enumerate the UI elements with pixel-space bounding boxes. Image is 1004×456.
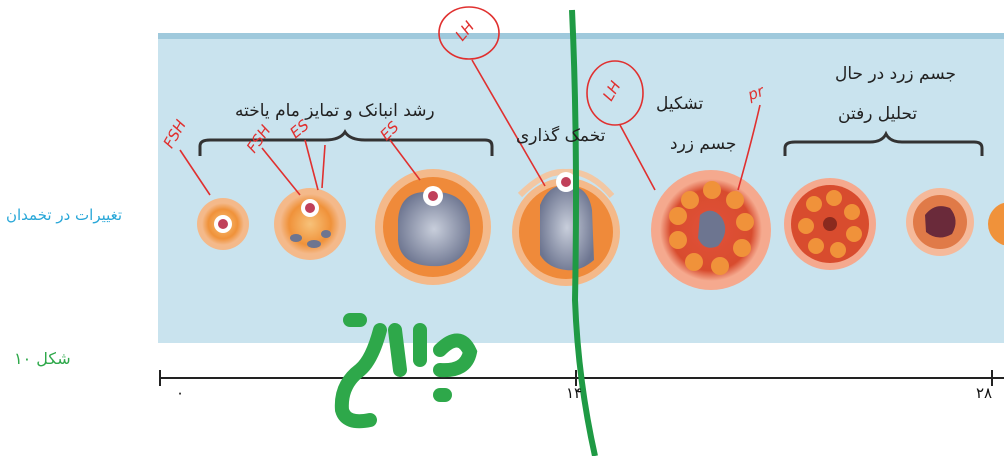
label-corpus-regression-1: جسم زرد در حال	[835, 62, 956, 86]
secondary-follicle	[274, 188, 346, 260]
corpus-luteum-forming	[651, 170, 771, 290]
primary-follicle	[197, 198, 249, 250]
corpus-albicans	[906, 188, 974, 256]
antral-follicle	[375, 169, 491, 285]
axis-label-14: ۱۴	[566, 384, 582, 402]
ovary-changes-label: تغییرات در تخمدان	[6, 206, 122, 224]
label-corpus-formation-1: تشکیل	[656, 92, 703, 116]
label-ovulation: تخمک گذاری	[516, 124, 605, 148]
label-follicle-growth: رشد انبانک و تمایز مام یاخته	[235, 99, 435, 123]
panel-top-edge	[158, 33, 1004, 39]
axis-label-28: ۲۸	[976, 384, 992, 402]
ovulating-follicle	[512, 172, 620, 286]
label-corpus-formation-2: جسم زرد	[670, 132, 736, 156]
label-corpus-regression-2: تحلیل رفتن	[838, 102, 917, 126]
corpus-luteum	[784, 178, 876, 270]
figure-number: شکل ۱۰	[14, 349, 71, 368]
axis-label-0: ۰	[176, 384, 184, 402]
